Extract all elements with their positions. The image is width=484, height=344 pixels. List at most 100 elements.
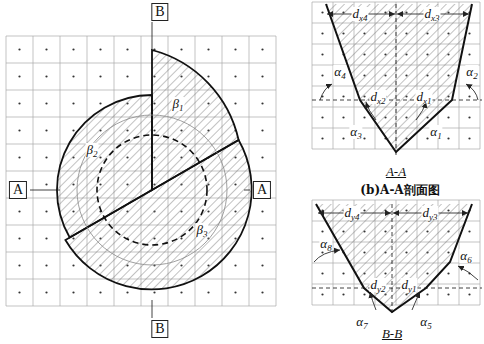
- grid-dot: [126, 291, 128, 293]
- grid-dot: [468, 95, 470, 97]
- symbol-subscript: 6: [467, 255, 472, 265]
- grid-dot: [18, 291, 20, 293]
- ring: [77, 115, 227, 265]
- grid-dot: [468, 137, 470, 139]
- grid-line: [312, 2, 480, 3]
- grid-dot: [72, 129, 74, 131]
- grid-dot: [18, 210, 20, 212]
- symbol-base: β: [197, 222, 203, 237]
- symbol-subscript: 5: [427, 321, 432, 331]
- section-profile: [316, 204, 472, 312]
- grid-dot: [261, 237, 263, 239]
- grid-dot: [126, 48, 128, 50]
- grid-dot: [45, 102, 47, 104]
- grid-dot: [72, 102, 74, 104]
- grid-dot: [321, 53, 323, 55]
- grid-dot: [363, 116, 365, 118]
- grid-dot: [342, 137, 344, 139]
- grid-dot: [426, 293, 428, 295]
- grid-line: [312, 200, 480, 201]
- grid-dot: [363, 293, 365, 295]
- symbol-base: d: [402, 277, 409, 292]
- grid-dot: [234, 291, 236, 293]
- grid-dot: [207, 75, 209, 77]
- symbol-subscript: 2: [473, 71, 478, 81]
- grid-line: [6, 36, 276, 37]
- symbol-subscript: 4: [341, 71, 346, 81]
- grid-dot: [45, 183, 47, 185]
- figure-caption: (b)A-A剖面图: [359, 183, 440, 197]
- grid-dot: [447, 293, 449, 295]
- symbol-subscript: 2: [93, 149, 98, 159]
- center-line: [392, 204, 393, 316]
- symbol-subscript: 3: [357, 131, 362, 141]
- grid-dot: [342, 95, 344, 97]
- sector-beta1: [152, 50, 239, 190]
- grid-dot: [207, 48, 209, 50]
- dimension-label: α4: [333, 65, 346, 79]
- section-marker: A: [253, 181, 271, 199]
- dimension-label: α1: [429, 125, 442, 139]
- angle-arc: [314, 250, 340, 262]
- grid-dot: [99, 291, 101, 293]
- grid-dot: [45, 75, 47, 77]
- grid-dot: [447, 116, 449, 118]
- symbol-base: α: [420, 314, 427, 329]
- grid-dot: [468, 230, 470, 232]
- section-letter: A: [13, 182, 23, 198]
- grid-dot: [261, 210, 263, 212]
- dimension-label: α8: [319, 237, 332, 251]
- symbol-subscript: y4: [351, 212, 360, 222]
- symbol-base: d: [425, 6, 432, 21]
- section-title: A-A: [385, 165, 407, 179]
- dimension-label: dx4: [352, 7, 369, 21]
- grid-dot: [447, 137, 449, 139]
- symbol-base: β: [87, 142, 93, 157]
- symbol-subscript: y3: [429, 212, 438, 222]
- angle-arc: [458, 266, 478, 280]
- grid-dot: [321, 116, 323, 118]
- grid-line: [312, 2, 313, 149]
- grid-dot: [18, 237, 20, 239]
- grid-line: [480, 200, 481, 305]
- symbol-base: α: [356, 314, 363, 329]
- dimension-label: dx2: [370, 90, 387, 104]
- grid-dot: [45, 237, 47, 239]
- section-line: [244, 190, 250, 191]
- grid-dot: [321, 230, 323, 232]
- dashed-circle: [97, 135, 207, 245]
- grid-panel: [6, 36, 276, 306]
- symbol-base: α: [350, 124, 357, 139]
- symbol-base: d: [423, 205, 430, 220]
- grid-dot: [45, 210, 47, 212]
- section-profile: [326, 4, 472, 152]
- grid-dot: [180, 291, 182, 293]
- grid-dot: [426, 137, 428, 139]
- grid-dot: [45, 156, 47, 158]
- symbol-subscript: 3: [203, 229, 208, 239]
- dimension-label: dx1: [416, 90, 433, 104]
- grid-dot: [321, 11, 323, 13]
- grid-dot: [72, 75, 74, 77]
- grid-line: [312, 200, 313, 305]
- angle-arc: [370, 292, 376, 310]
- reference-line: [312, 100, 482, 101]
- grid-dot: [468, 293, 470, 295]
- grid-dot: [45, 264, 47, 266]
- grid-line: [6, 306, 276, 307]
- grid-dot: [153, 291, 155, 293]
- grid-dot: [468, 116, 470, 118]
- grid-dot: [261, 48, 263, 50]
- symbol-base: d: [345, 205, 352, 220]
- symbol-base: d: [371, 277, 378, 292]
- grid-dot: [342, 293, 344, 295]
- grid-dot: [18, 75, 20, 77]
- symbol-base: α: [466, 64, 473, 79]
- grid-dot: [99, 48, 101, 50]
- angle-arc: [412, 292, 420, 310]
- symbol-subscript: 1: [179, 103, 184, 113]
- section-aa: [312, 4, 482, 156]
- dimension-label: dy1: [401, 278, 418, 292]
- symbol-subscript: x4: [359, 13, 368, 23]
- symbol-base: α: [320, 236, 327, 251]
